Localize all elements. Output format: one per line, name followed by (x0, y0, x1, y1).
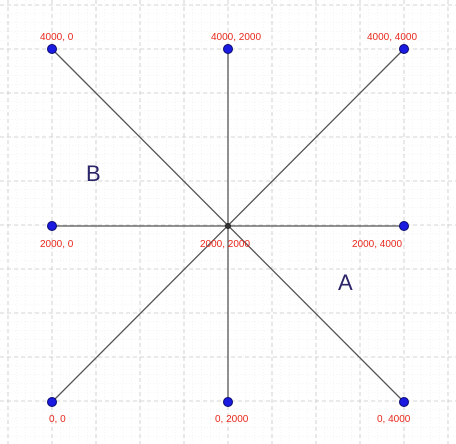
point-label-4000-4000: 4000, 4000 (367, 32, 417, 43)
point-0-2000[interactable] (223, 397, 233, 407)
point-label-4000-0: 4000, 0 (40, 32, 74, 43)
point-label-2000-4000: 2000, 4000 (352, 239, 402, 250)
point-label-0-0: 0, 0 (49, 414, 66, 425)
point-labels: 4000, 0 4000, 2000 4000, 4000 2000, 0 20… (40, 32, 417, 425)
point-2000-4000[interactable] (399, 221, 409, 231)
point-2000-0[interactable] (47, 221, 57, 231)
point-2000-2000[interactable] (225, 223, 231, 229)
point-label-0-2000: 0, 2000 (215, 414, 249, 425)
region-label-b: B (86, 161, 101, 186)
point-label-0-4000: 0, 4000 (377, 414, 411, 425)
point-4000-2000[interactable] (223, 44, 233, 54)
region-label-a: A (338, 270, 353, 295)
point-4000-4000[interactable] (399, 44, 409, 54)
points (47, 44, 409, 407)
point-label-4000-2000: 4000, 2000 (211, 32, 261, 43)
point-label-2000-0: 2000, 0 (40, 239, 74, 250)
point-label-2000-2000: 2000, 2000 (200, 239, 250, 250)
point-0-0[interactable] (47, 397, 57, 407)
region-labels: B A (86, 161, 353, 295)
point-0-4000[interactable] (399, 397, 409, 407)
point-4000-0[interactable] (47, 44, 57, 54)
